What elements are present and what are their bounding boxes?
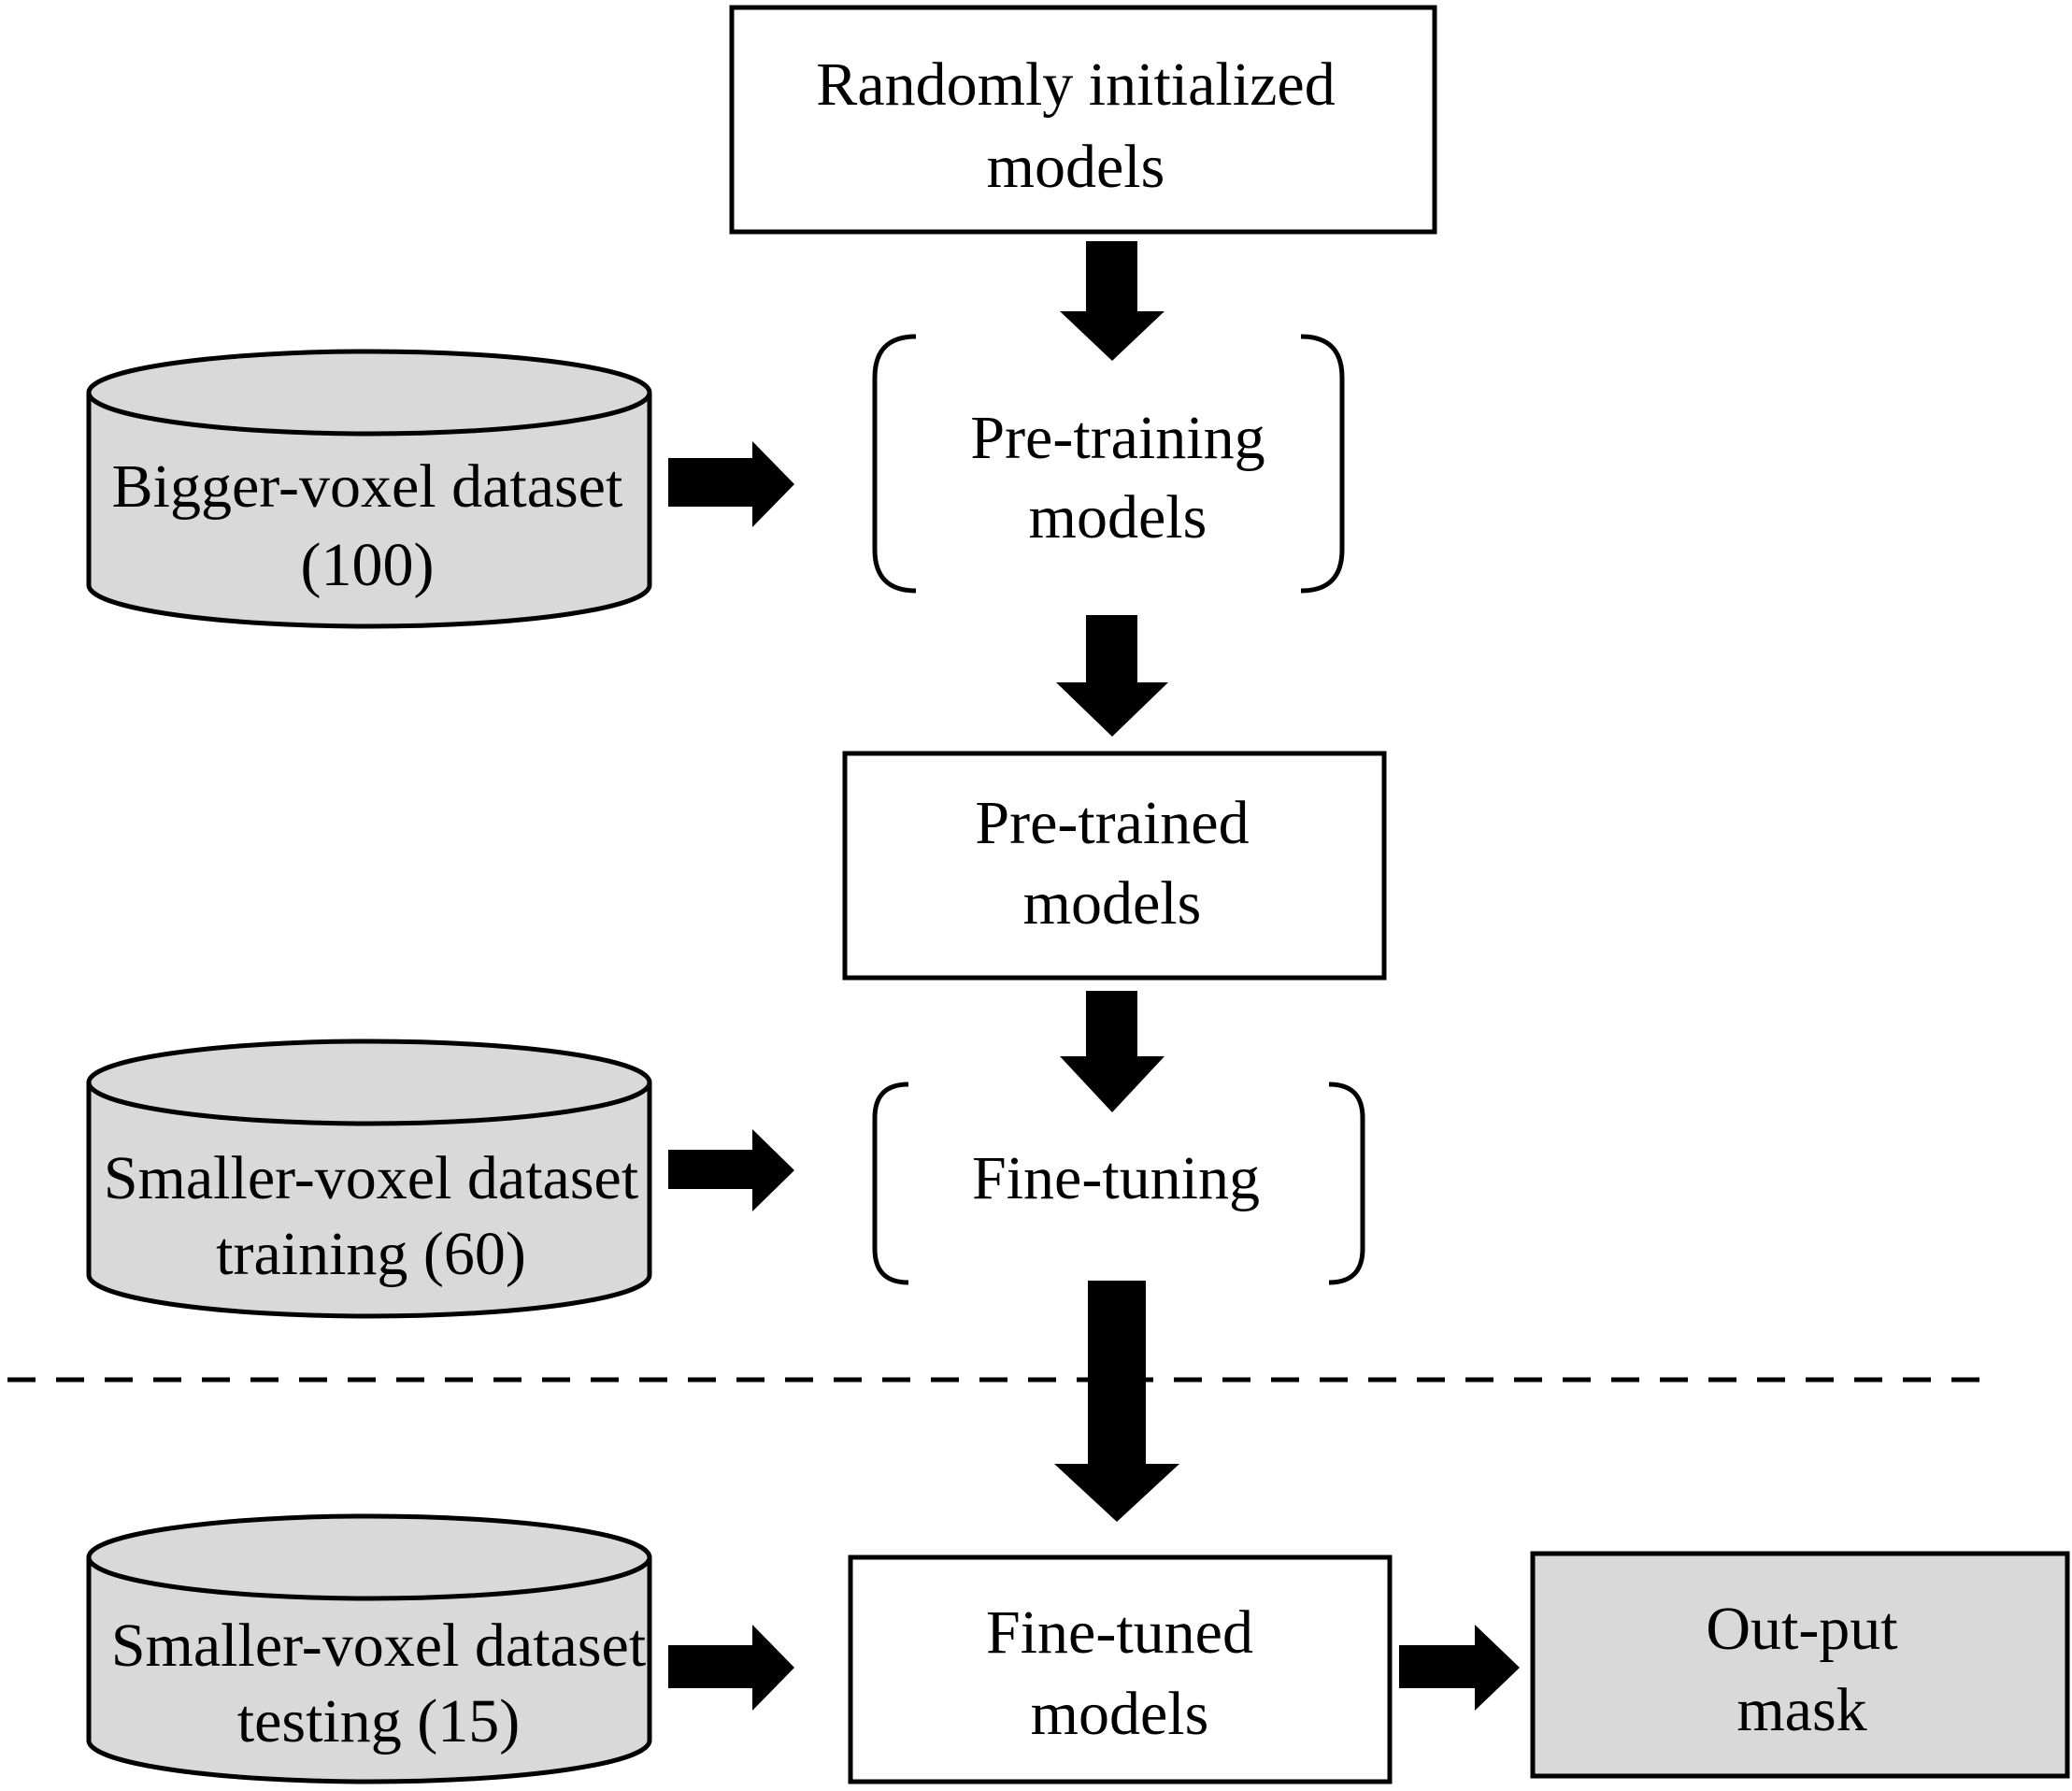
arrow-down-1 (1060, 241, 1165, 361)
arrow-down-4 (1054, 1281, 1179, 1522)
pretraining-label-line2: models (1029, 483, 1207, 552)
random-init-label-line1: Randomly initialized (816, 50, 1335, 119)
bigger-dataset-cylinder: Bigger-voxel dataset (100) (86, 349, 652, 629)
pretrained-label-line1: Pre-trained (975, 789, 1249, 857)
pretraining-label-line1: Pre-training (970, 404, 1265, 472)
finetuning-bracket: Fine-tuning (872, 1082, 1365, 1285)
smaller-test-dataset-cylinder: Smaller-voxel dataset testing (15) (86, 1513, 652, 1784)
output-label-line1: Out-put (1706, 1595, 1897, 1663)
output-label-line2: mask (1736, 1676, 1866, 1744)
bigger-dataset-label-line1: Bigger-voxel dataset (112, 452, 623, 521)
arrow-down-3 (1060, 991, 1165, 1112)
arrow-right-output (1399, 1625, 1520, 1711)
arrow-down-2 (1056, 615, 1168, 737)
bigger-dataset-label-line2: (100) (301, 531, 435, 599)
smaller-train-dataset-cylinder: Smaller-voxel dataset training (60) (86, 1039, 652, 1319)
random-init-label-line2: models (987, 133, 1165, 201)
smaller-test-label-line1: Smaller-voxel dataset (111, 1612, 646, 1680)
arrow-right-smaller-test (668, 1625, 794, 1711)
pretraining-bracket: Pre-training models (872, 334, 1345, 594)
arrow-right-smaller-train (668, 1129, 794, 1211)
smaller-test-label-line2: testing (15) (237, 1687, 520, 1755)
output-mask-box: Out-put mask (1530, 1551, 2070, 1779)
smaller-train-label-line1: Smaller-voxel dataset (104, 1144, 638, 1212)
random-init-box: Randomly initialized models (729, 5, 1437, 235)
pretrained-label-line2: models (1023, 869, 1202, 938)
finetuning-label: Fine-tuning (972, 1144, 1260, 1212)
pretrained-box: Pre-trained models (842, 751, 1387, 981)
finetuned-label-line2: models (1031, 1680, 1209, 1748)
smaller-train-label-line2: training (60) (216, 1220, 526, 1288)
finetuned-box: Fine-tuned models (848, 1555, 1393, 1784)
finetuned-label-line1: Fine-tuned (986, 1598, 1253, 1667)
arrow-right-bigger (668, 441, 794, 527)
